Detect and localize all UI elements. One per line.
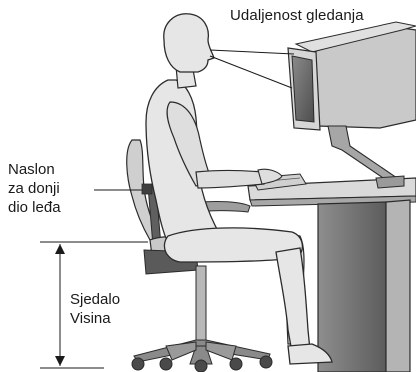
monitor-base <box>375 175 405 189</box>
caster <box>159 357 173 371</box>
person <box>145 13 333 365</box>
viewing-distance-label: Udaljenost gledanja <box>230 7 364 24</box>
person-hand <box>257 168 283 185</box>
desk-edge <box>249 195 416 207</box>
monitor <box>287 21 416 189</box>
viewing-distance-lines <box>209 49 295 89</box>
person-foot <box>287 343 333 365</box>
lumbar-support-line-1: Naslon <box>8 161 55 178</box>
sight-line-upper <box>209 49 295 55</box>
chair-base-leg-left <box>165 341 197 361</box>
seat-height-line-2: Visina <box>70 310 111 327</box>
lumbar-support-line-2: za donji <box>8 180 60 197</box>
seat-height-label: Sjedalo Visina <box>70 290 120 328</box>
caster <box>229 357 243 371</box>
desk-pedestal-side <box>385 199 411 372</box>
seat-height-line-1: Sjedalo <box>70 291 121 308</box>
lumbar-support-line-3: dio leđa <box>8 199 61 216</box>
person-forearm <box>195 169 265 189</box>
chair-column <box>195 265 207 347</box>
caster <box>131 357 145 371</box>
person-shin-near <box>275 247 311 353</box>
monitor-stand <box>327 125 402 185</box>
chair-base-leg-right <box>205 341 237 361</box>
seat-height-dimension <box>40 241 148 369</box>
arrow-down-icon <box>55 356 65 366</box>
arrow-up-icon <box>55 244 65 254</box>
desk-pedestal <box>317 201 387 372</box>
lumbar-support-label: Naslon za donji dio leđa <box>8 160 61 217</box>
caster <box>259 355 273 369</box>
desk <box>247 177 416 372</box>
lumbar-knob <box>141 183 153 195</box>
monitor-screen <box>291 55 315 123</box>
person-head <box>163 13 215 73</box>
desk-top <box>247 177 416 201</box>
caster <box>194 359 208 372</box>
sight-line-lower <box>209 55 293 89</box>
